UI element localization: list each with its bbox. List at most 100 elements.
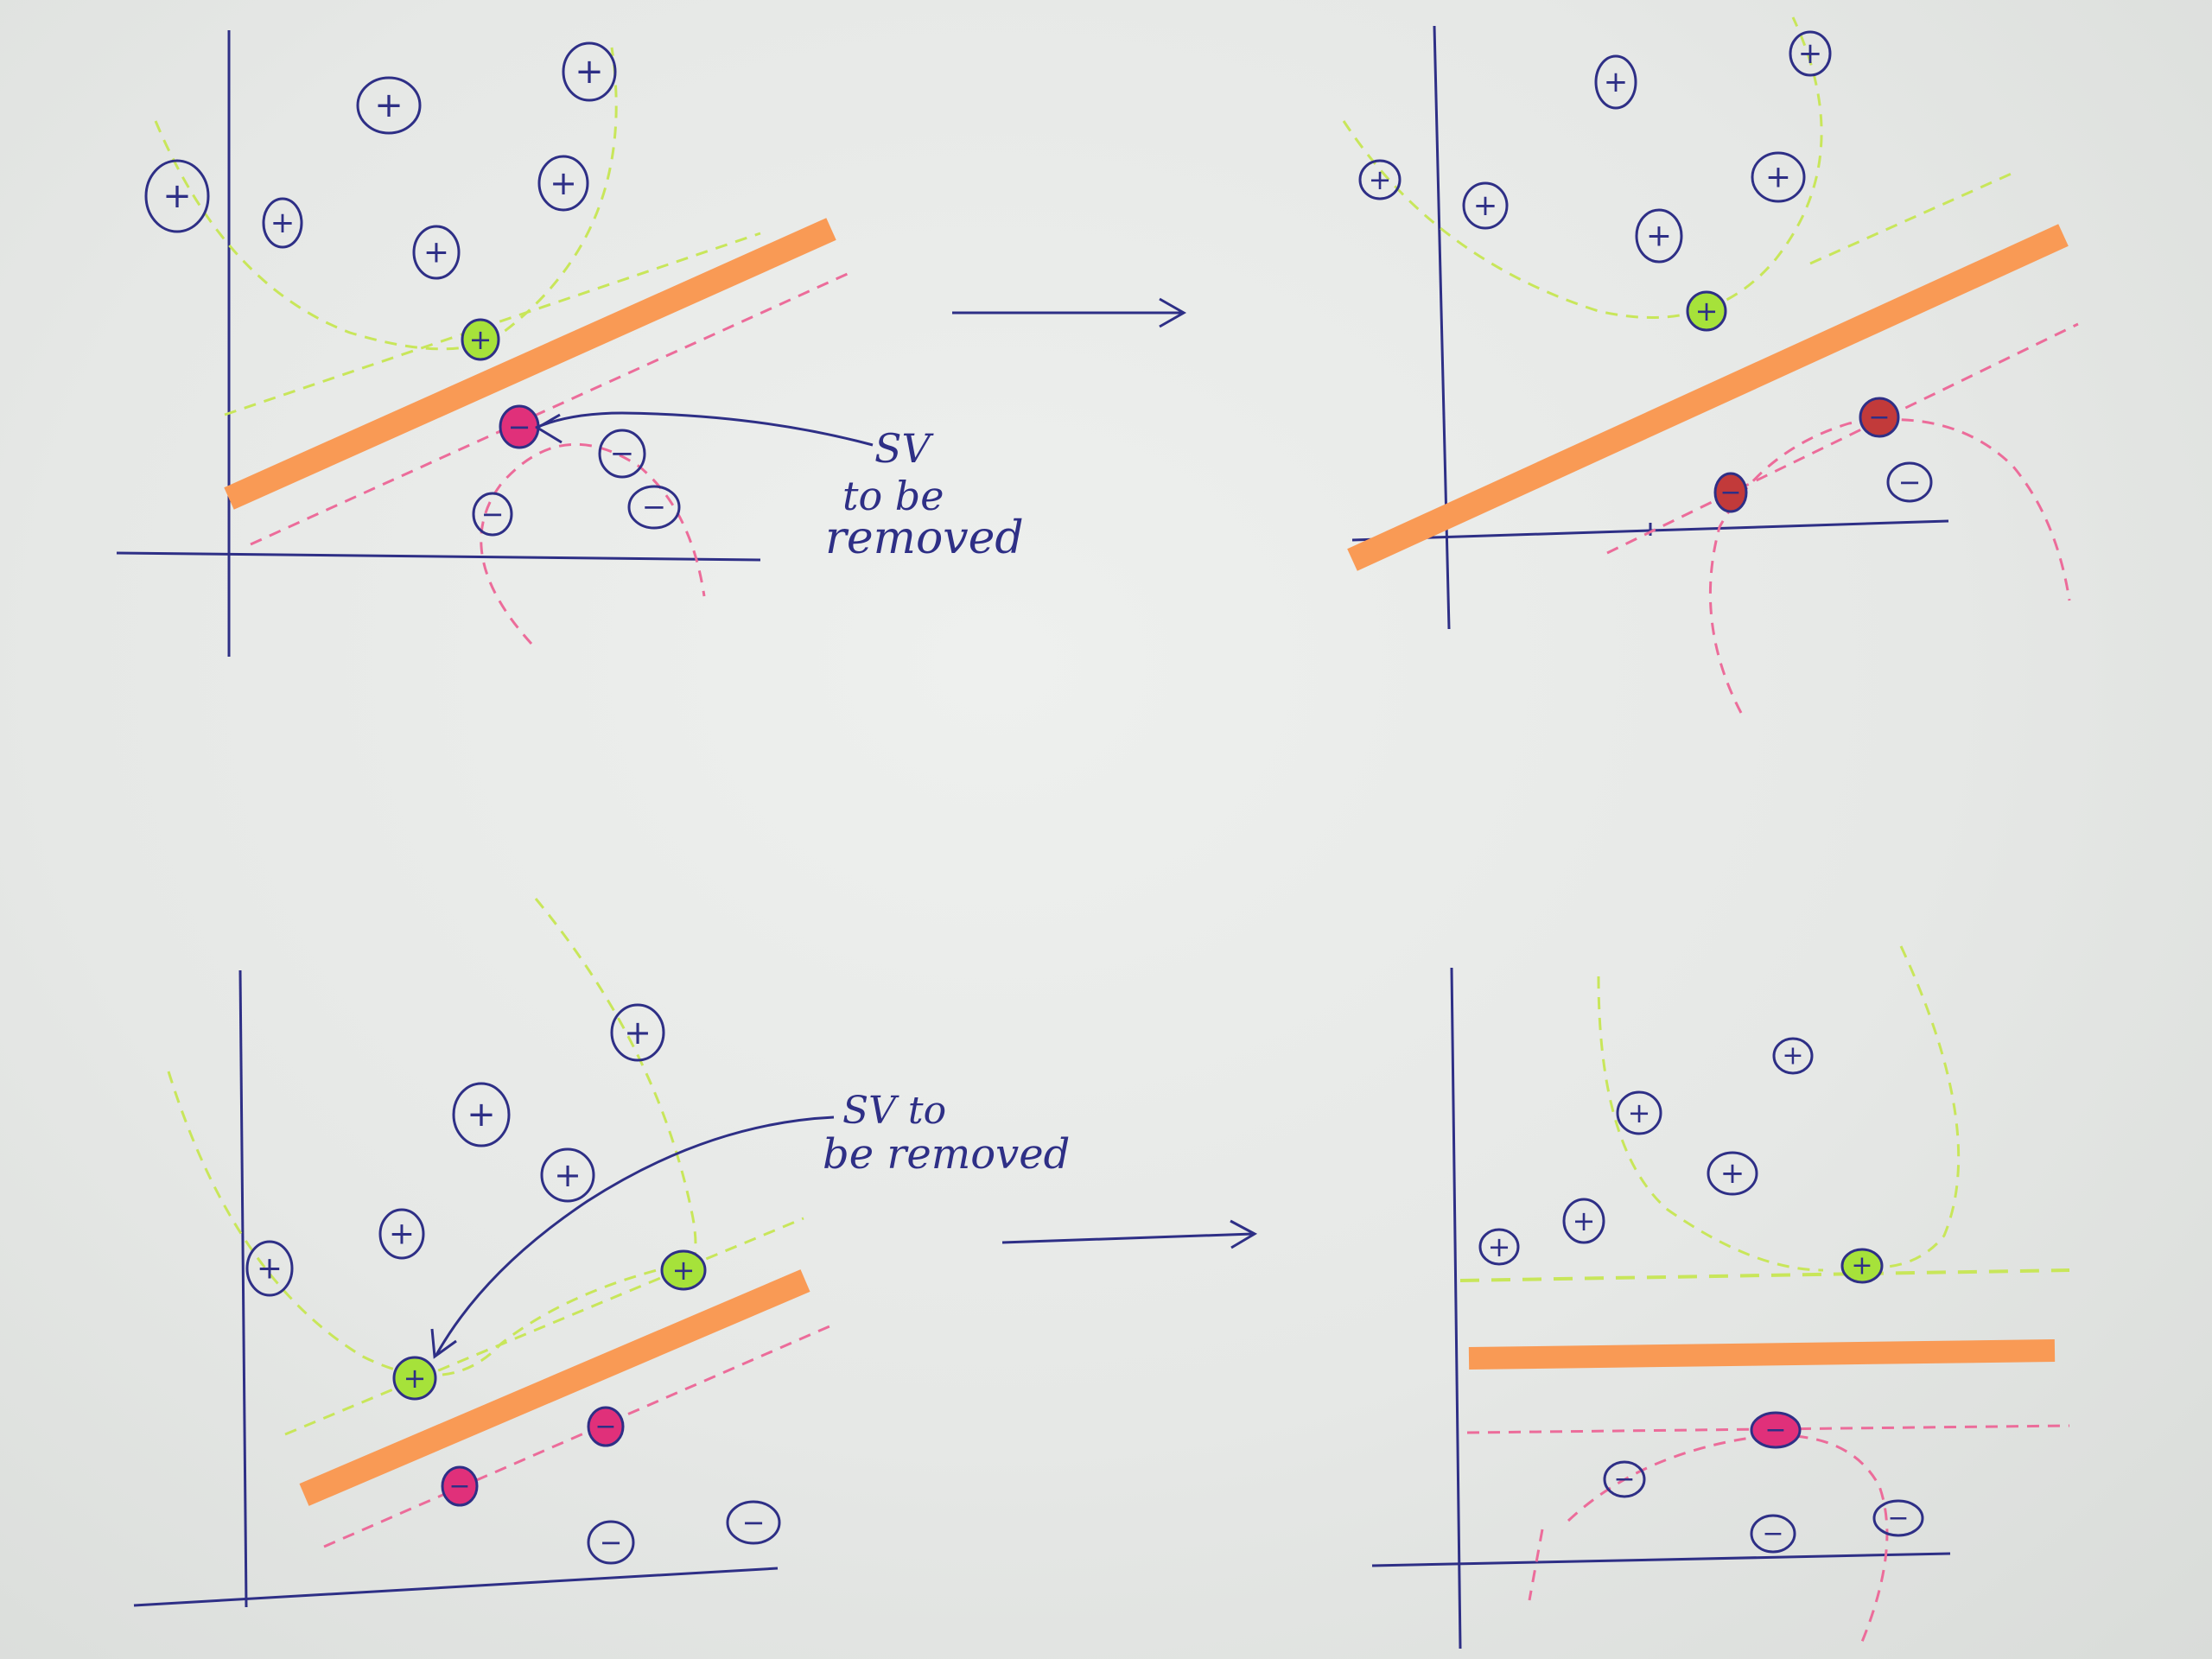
positive-support-vector: + (660, 1249, 707, 1291)
svg-text:+: + (575, 52, 604, 92)
svg-text:+: + (1782, 1041, 1803, 1071)
svg-text:−: − (1613, 1465, 1635, 1495)
negative-point: − (1886, 461, 1933, 503)
svg-text:+: + (550, 164, 577, 202)
svg-text:+: + (554, 1156, 582, 1194)
positive-point: + (412, 225, 461, 280)
negative-point: − (472, 492, 513, 537)
svg-text:+: + (1851, 1251, 1872, 1281)
positive-point: + (610, 1003, 665, 1062)
svg-text:+: + (1573, 1205, 1596, 1237)
svg-text:+: + (404, 1362, 427, 1395)
negative-margin-line (323, 1325, 830, 1548)
hyperplane (299, 1269, 810, 1506)
positive-support-vector: + (1840, 1248, 1884, 1284)
positive-margin-line (224, 232, 761, 416)
negative-support-vector: − (499, 404, 540, 449)
svg-text:+: + (1604, 65, 1629, 99)
positive-margin-line (284, 1217, 804, 1436)
svg-text:−: − (594, 1412, 616, 1442)
y-axis (238, 969, 248, 1608)
positive-point: + (1562, 1198, 1605, 1244)
positive-support-vector: + (1686, 290, 1727, 332)
arrowhead (430, 1328, 457, 1359)
svg-text:−: − (1719, 478, 1741, 508)
panel-top-right: + + + + + + + − − − (1342, 16, 2079, 714)
hyperplane (1347, 224, 2069, 571)
positive-point: + (1789, 30, 1832, 77)
negative-point: − (726, 1500, 781, 1545)
transition-arrow (1001, 1219, 1258, 1249)
positive-point: + (1478, 1228, 1520, 1266)
negative-point: − (587, 1520, 635, 1565)
positive-point: + (1707, 1151, 1758, 1196)
svg-text:+: + (1628, 1096, 1651, 1129)
svg-text:−: − (448, 1471, 470, 1502)
svg-text:−: − (1898, 466, 1922, 499)
svg-text:+: + (1720, 1156, 1745, 1191)
positive-point: + (1462, 181, 1509, 230)
svg-text:+: + (1765, 160, 1791, 195)
positive-margin-line (1809, 171, 2014, 265)
positive-point: + (1772, 1037, 1814, 1075)
hyperplane (1468, 1339, 2056, 1370)
positive-point: + (1635, 208, 1683, 264)
svg-text:+: + (1473, 188, 1498, 223)
negative-margin-line (1606, 322, 2079, 555)
positive-point: + (245, 1240, 294, 1297)
svg-text:−: − (481, 498, 505, 531)
svg-text:−: − (508, 410, 531, 443)
negative-support-vector: − (1713, 472, 1748, 513)
svg-text:+: + (374, 86, 404, 125)
negative-point: − (598, 429, 646, 479)
svg-text:+: + (1646, 219, 1672, 254)
y-axis (1450, 967, 1462, 1649)
svg-text:+: + (270, 206, 296, 240)
annotation-text: be removed (823, 1130, 1070, 1179)
hyperplane (224, 218, 836, 510)
panel-bottom-right: + + + + + + − − − − (1371, 945, 2070, 1649)
positive-point: + (1358, 159, 1402, 200)
negative-support-vector: − (1859, 397, 1900, 438)
positive-point: + (1751, 151, 1806, 203)
panel-top-left: + + + + + + + − − − − SV to be removed (116, 30, 1024, 657)
svg-text:+: + (624, 1014, 652, 1052)
svg-text:+: + (423, 235, 449, 270)
positive-margin-curve (534, 898, 697, 1271)
svg-text:+: + (162, 176, 192, 216)
svg-text:−: − (600, 1526, 623, 1559)
positive-point: + (537, 155, 589, 212)
negative-margin-curve (1567, 1433, 1889, 1643)
negative-support-vector: − (587, 1406, 625, 1447)
negative-point: − (627, 485, 681, 530)
svg-text:+: + (672, 1254, 696, 1287)
x-axis (133, 1567, 779, 1607)
negative-point: − (1872, 1499, 1924, 1537)
svg-text:−: − (1887, 1503, 1909, 1534)
annotation-arrow (435, 1116, 835, 1356)
negative-margin-curve (480, 442, 706, 645)
panel-bottom-left: + + + + + + + − − − − SV to be removed (133, 898, 1070, 1608)
annotation-arrow (535, 411, 874, 447)
arrowhead (535, 413, 563, 444)
positive-point: + (356, 76, 422, 135)
svg-text:+: + (1369, 163, 1392, 196)
positive-point: + (144, 159, 210, 233)
x-axis (116, 551, 761, 562)
negative-margin-curve (1708, 418, 2071, 714)
svg-text:−: − (642, 490, 667, 524)
x-axis (1371, 1552, 1951, 1567)
svg-text:+: + (257, 1251, 283, 1287)
annotation-text: SV to (842, 1089, 946, 1133)
negative-point: − (1750, 1514, 1796, 1554)
positive-margin-curve (1840, 945, 1961, 1269)
positive-point: + (562, 41, 617, 102)
positive-margin-curve (1597, 976, 1824, 1272)
svg-text:+: + (1488, 1230, 1511, 1263)
negative-support-vector: − (1750, 1411, 1802, 1449)
positive-support-vector: + (392, 1356, 437, 1401)
positive-point: + (1594, 54, 1637, 110)
annotation-text: SV (874, 425, 935, 472)
